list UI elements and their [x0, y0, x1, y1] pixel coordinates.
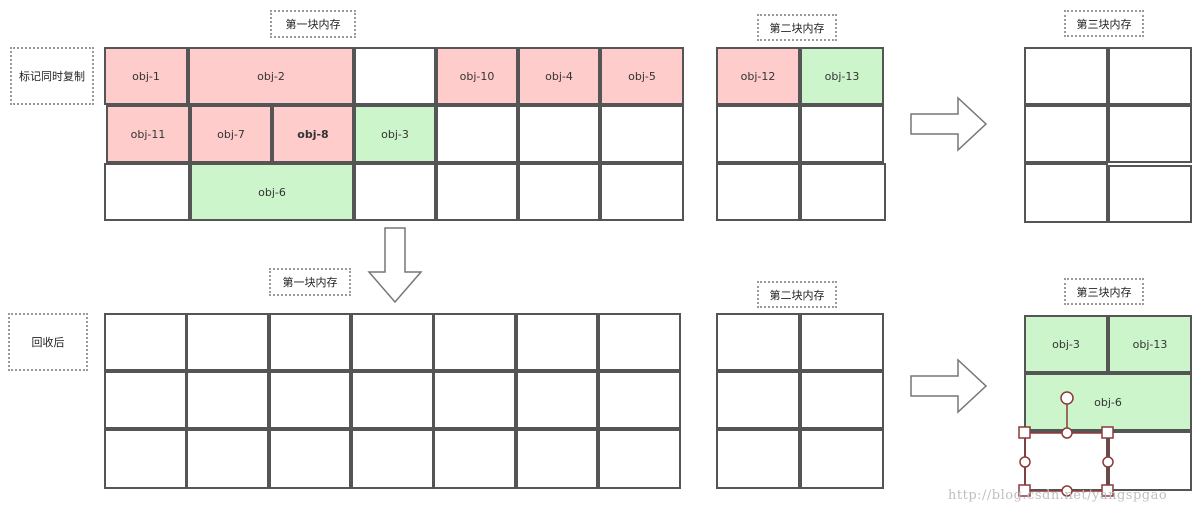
memory-cell: obj-1 [104, 47, 188, 105]
memory-cell [518, 163, 600, 221]
memory-cell [433, 429, 516, 489]
block3-label-top: 第三块内存 [1064, 10, 1144, 37]
down-arrow-icon [367, 227, 423, 304]
memory-cell: obj-3 [1024, 315, 1108, 373]
memory-cell [1108, 47, 1192, 105]
block1-label-bottom: 第一块内存 [269, 268, 351, 296]
memory-cell [1024, 105, 1108, 163]
memory-cell [354, 163, 436, 221]
memory-cell [350, 371, 434, 429]
memory-cell: obj-6 [1024, 373, 1192, 431]
memory-cell [800, 163, 886, 221]
memory-cell [716, 163, 800, 221]
memory-cell [104, 371, 187, 429]
memory-cell [597, 371, 681, 429]
memory-cell: obj-3 [354, 105, 436, 163]
memory-cell: obj-8 [272, 105, 354, 163]
memory-cell: obj-13 [1108, 315, 1192, 373]
memory-cell: obj-11 [106, 105, 190, 163]
memory-cell [800, 429, 884, 489]
memory-cell [354, 47, 436, 105]
memory-cell [600, 163, 684, 221]
row-label-mark-copy: 标记同时复制 [10, 47, 94, 105]
memory-cell [268, 371, 352, 429]
memory-cell [436, 105, 518, 163]
memory-cell [104, 313, 187, 371]
memory-cell [800, 105, 884, 163]
right-arrow-icon [910, 358, 988, 414]
memory-cell: obj-6 [190, 163, 354, 221]
memory-cell [104, 429, 187, 489]
memory-cell [186, 371, 270, 429]
memory-cell [716, 429, 800, 489]
memory-cell [716, 313, 800, 371]
memory-cell [800, 371, 884, 429]
memory-cell [597, 313, 681, 371]
memory-cell [350, 429, 434, 489]
memory-cell [433, 371, 516, 429]
memory-cell [268, 429, 352, 489]
memory-cell [1024, 47, 1108, 105]
memory-cell [1108, 165, 1192, 223]
memory-cell [436, 163, 518, 221]
memory-cell: obj-10 [436, 47, 518, 105]
memory-cell: obj-5 [600, 47, 684, 105]
memory-cell [597, 429, 681, 489]
memory-cell [515, 313, 599, 371]
memory-cell [716, 105, 800, 163]
memory-cell [433, 313, 516, 371]
block3-label-bottom: 第三块内存 [1064, 278, 1144, 305]
memory-cell [600, 105, 684, 163]
memory-cell [716, 371, 800, 429]
selection-handles [1018, 391, 1114, 497]
right-arrow-icon [910, 96, 988, 152]
memory-cell [800, 313, 884, 371]
row-label-after-gc: 回收后 [8, 313, 88, 371]
memory-cell [186, 429, 270, 489]
memory-cell [1024, 163, 1108, 223]
memory-cell [350, 313, 434, 371]
memory-cell: obj-13 [800, 47, 884, 105]
memory-cell [104, 163, 190, 221]
memory-cell [518, 105, 600, 163]
watermark: http://blog.csdn.net/yangspgao [948, 488, 1168, 503]
memory-cell [268, 313, 352, 371]
memory-cell: obj-7 [190, 105, 272, 163]
memory-cell: obj-4 [518, 47, 600, 105]
memory-cell: obj-2 [188, 47, 354, 105]
memory-cell [186, 313, 270, 371]
memory-cell: obj-12 [716, 47, 800, 105]
memory-cell [1108, 105, 1192, 163]
block2-label-bottom: 第二块内存 [757, 281, 837, 308]
memory-cell [515, 429, 599, 489]
block2-label-top: 第二块内存 [757, 14, 837, 41]
block1-label-top: 第一块内存 [270, 10, 356, 38]
memory-cell [515, 371, 599, 429]
